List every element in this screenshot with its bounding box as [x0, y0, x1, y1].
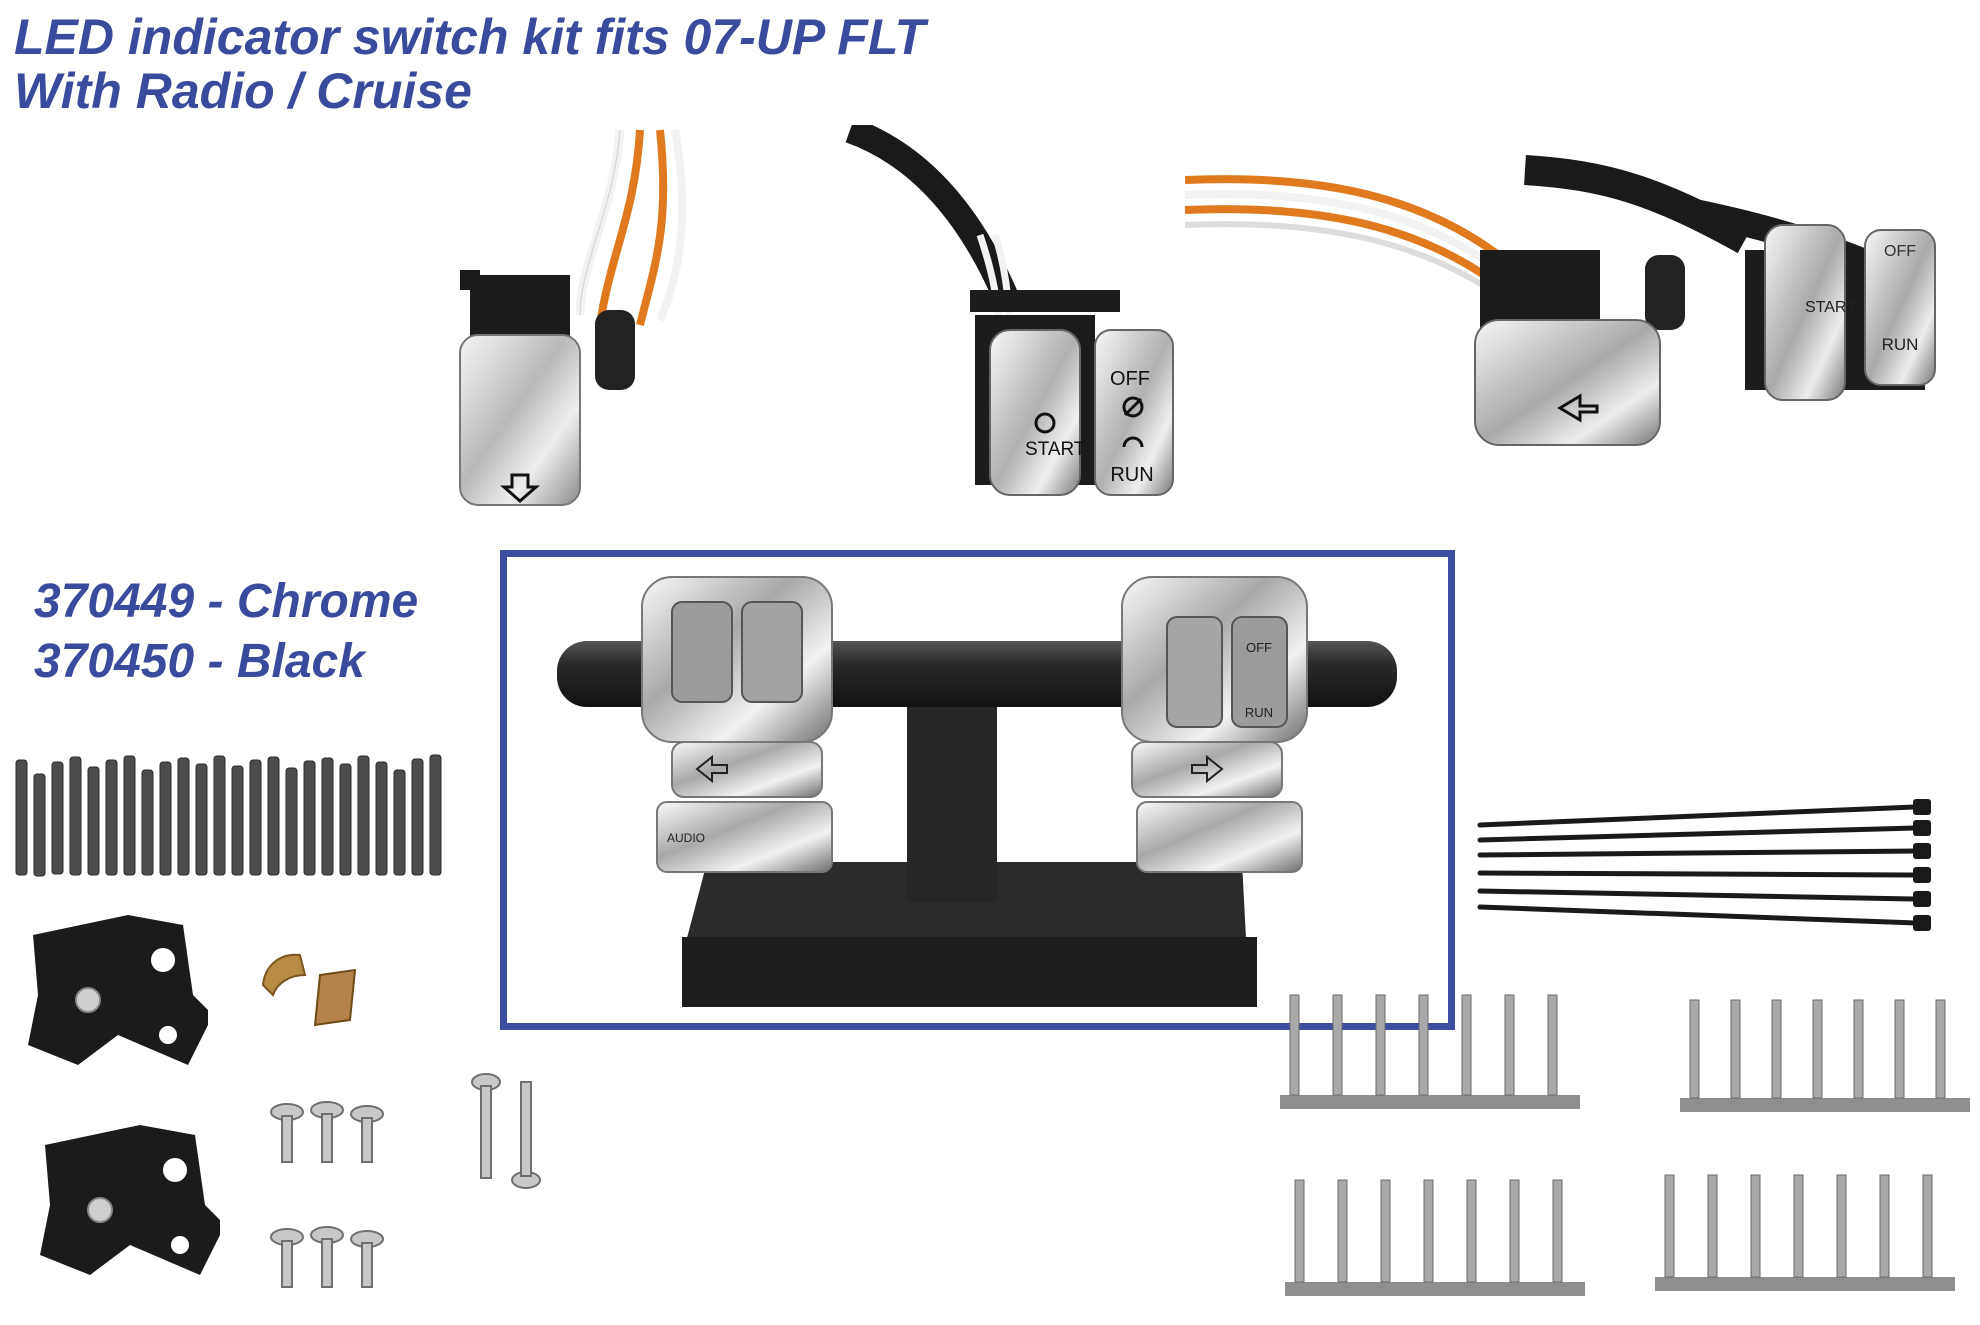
- title-line-1: LED indicator switch kit fits 07-UP FLT: [14, 9, 926, 65]
- screws-short-bottom: [265, 1225, 395, 1295]
- start-icon: [1034, 412, 1056, 434]
- terminal-strip-3: [1280, 1170, 1600, 1310]
- start-label: START: [1025, 439, 1086, 460]
- start-label-small: START: [1805, 299, 1856, 316]
- photo-left-switch: [430, 125, 750, 515]
- cable-ties: [1475, 795, 1955, 960]
- right-handlebar-switch: OFF RUN: [1121, 576, 1308, 873]
- part-number-chrome: 370449 - Chrome: [34, 575, 419, 628]
- arrow-down-icon: [500, 473, 540, 503]
- terminal-strip-4: [1650, 1165, 1965, 1305]
- photo-switch-pair: OFF START RUN: [1185, 150, 1975, 480]
- audio-label: AUDIO: [667, 831, 705, 845]
- part-number-list: 370449 - Chrome 370450 - Black: [34, 572, 418, 692]
- off-label: OFF: [1110, 368, 1150, 390]
- bracket-bottom: [30, 1115, 220, 1285]
- terminal-strip-2: [1675, 990, 1975, 1130]
- ignition-off-icon: [1122, 396, 1144, 418]
- run-icon: [1122, 436, 1144, 448]
- run-label: RUN: [1110, 464, 1153, 486]
- run-label-mounted: RUN: [1245, 705, 1273, 720]
- photo-right-switch: START OFF RUN: [830, 125, 1190, 505]
- run-label-small: RUN: [1882, 335, 1919, 354]
- terminal-strip-1: [1275, 985, 1595, 1125]
- screws-short-top: [265, 1100, 395, 1170]
- copper-clips: [255, 945, 365, 1035]
- left-handlebar-switch: AUDIO: [641, 576, 833, 873]
- heat-shrink-tubes: [12, 752, 457, 882]
- part-number-black: 370450 - Black: [34, 635, 365, 688]
- mounted-switches-frame: AUDIO OFF RUN: [500, 550, 1455, 1030]
- arrow-right-icon: [1191, 754, 1224, 784]
- product-title: LED indicator switch kit fits 07-UP FLT …: [14, 10, 925, 118]
- off-label-mounted: OFF: [1246, 640, 1272, 655]
- off-label-small: OFF: [1884, 243, 1916, 260]
- title-line-2: With Radio / Cruise: [14, 63, 472, 119]
- bracket-top: [18, 905, 208, 1075]
- screws-long: [468, 1070, 548, 1190]
- arrow-left-icon: [1557, 393, 1599, 423]
- arrow-left-icon: [695, 754, 728, 784]
